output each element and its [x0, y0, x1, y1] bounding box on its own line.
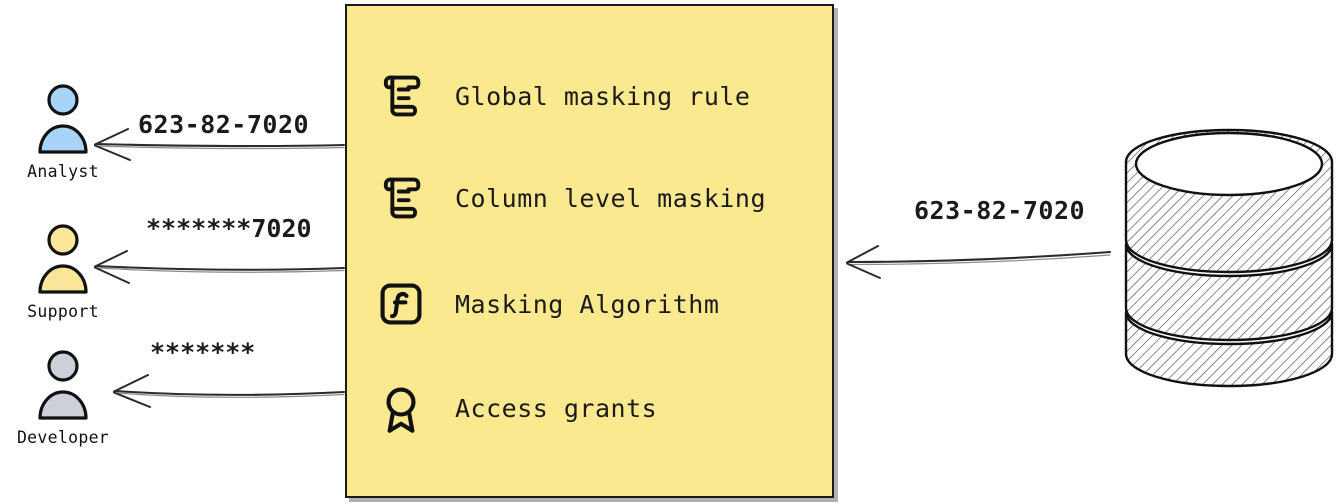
panel-row-label: Access grants — [455, 393, 658, 423]
support-edge-label: *******7020 — [146, 214, 312, 243]
db-segment-top — [1124, 128, 1334, 274]
persona-support[interactable]: Support — [4, 218, 122, 321]
persona-label: Developer — [16, 428, 110, 447]
panel-row[interactable]: Global masking rule — [375, 66, 750, 126]
masking-policy-panel: Global masking rule Column level masking — [345, 4, 834, 498]
support-arrow — [94, 250, 346, 284]
panel-row[interactable]: Column level masking — [375, 168, 766, 228]
panel-row[interactable]: Masking Algorithm — [375, 274, 719, 334]
database-arrow — [846, 245, 1112, 279]
database-edge-label: 623-82-7020 — [914, 196, 1086, 225]
person-icon — [20, 344, 106, 430]
scroll-icon — [375, 70, 427, 122]
person-icon — [20, 218, 106, 304]
award-icon — [375, 382, 427, 434]
person-icon — [20, 78, 106, 164]
panel-row[interactable]: Access grants — [375, 378, 657, 438]
developer-arrow — [113, 374, 346, 408]
persona-developer[interactable]: Developer — [4, 344, 122, 447]
analyst-edge-label: 623-82-7020 — [138, 110, 310, 139]
developer-edge-label: ******* — [150, 338, 256, 367]
panel-row-label: Global masking rule — [455, 81, 751, 111]
panel-row-label: Column level masking — [455, 183, 767, 213]
persona-label: Analyst — [27, 162, 99, 181]
scroll-icon — [375, 172, 427, 224]
function-icon — [375, 278, 427, 330]
persona-label: Support — [27, 302, 99, 321]
persona-analyst[interactable]: Analyst — [4, 78, 122, 181]
database-cylinder[interactable] — [1118, 122, 1340, 394]
panel-row-label: Masking Algorithm — [455, 289, 720, 319]
